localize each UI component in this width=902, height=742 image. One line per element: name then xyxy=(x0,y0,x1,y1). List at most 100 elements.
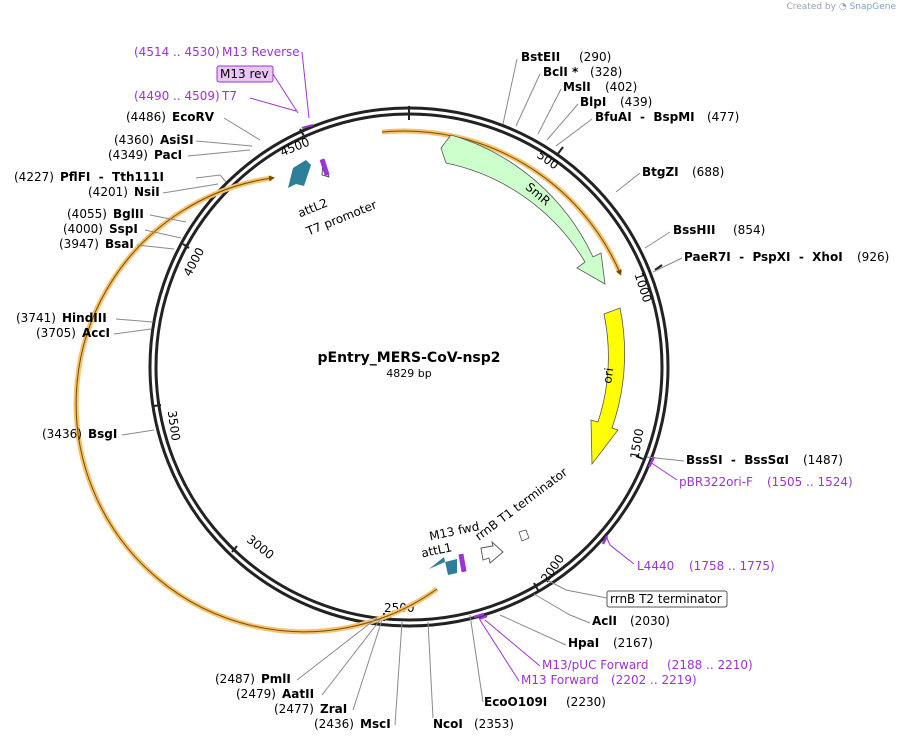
site-pos: (2230) xyxy=(566,695,606,709)
site-leader xyxy=(546,103,579,141)
primer-name: T7 xyxy=(221,89,237,103)
rrnb-t1-feature[interactable] xyxy=(480,540,504,564)
primer-name: M13/pUC Forward xyxy=(542,658,649,672)
rrnb-t2-leader xyxy=(546,579,608,599)
primer-t7[interactable]: (4490 .. 4509)T7 xyxy=(134,89,237,103)
rrnb-t2-box xyxy=(606,590,728,608)
m13rev-label: M13 rev xyxy=(220,67,269,81)
site-leader xyxy=(427,621,434,719)
orf-arc-upper-line xyxy=(381,130,622,276)
tick-label-3500: 3500 xyxy=(165,410,183,442)
site-name: AccI xyxy=(82,326,110,340)
plasmid-name: pEntry_MERS-CoV-nsp2 xyxy=(317,350,500,366)
site-name: AsiSI xyxy=(160,133,194,147)
right-site-bsteii[interactable]: BstEII(290) xyxy=(521,50,611,64)
site-name: PacI xyxy=(154,148,182,162)
right-site-paer7i[interactable]: PaeR7I - PspXI - XhoI (926) xyxy=(684,250,889,264)
right-site-acli[interactable]: AclI(2030) xyxy=(592,614,670,628)
left-site-ecorv[interactable]: (4486)EcoRV xyxy=(126,110,215,124)
right-site-bfuai[interactable]: BfuAI - BspMI(477) xyxy=(595,110,739,124)
tick-3500 xyxy=(153,404,162,407)
site-name: BlpI xyxy=(580,95,606,109)
site-name: EcoO109I xyxy=(484,695,547,709)
left-site-pmli[interactable]: (2487)PmlI xyxy=(215,672,291,686)
site-leader xyxy=(533,593,591,624)
site-pos: (4000) xyxy=(63,222,103,236)
primer-m13-reverse[interactable]: (4514 .. 4530)M13 Reverse xyxy=(134,45,300,59)
tick-4000 xyxy=(182,243,190,249)
left-site-bglii[interactable]: (4055)BglII xyxy=(67,207,144,221)
site-pos: (3705) xyxy=(36,326,76,340)
primer-m13-forward[interactable]: M13 Forward(2202 .. 2219) xyxy=(521,673,697,687)
site-leader xyxy=(195,174,227,183)
site-name: BfuAI - BspMI xyxy=(595,110,695,124)
site-name: PaeR7I - PspXI - XhoI xyxy=(684,250,843,264)
right-site-msli[interactable]: MslI(402) xyxy=(563,80,637,94)
primer-l4440[interactable]: L4440(1758 .. 1775) xyxy=(637,559,775,573)
site-pos: (854) xyxy=(733,223,765,237)
site-name: BclI * xyxy=(543,65,579,79)
left-site-sspi[interactable]: (4000)SspI xyxy=(63,222,138,236)
credit-brand: SnapGene xyxy=(849,2,896,12)
site-name: BssHII xyxy=(673,223,715,237)
rrnb-t2-label: rrnB T2 terminator xyxy=(610,592,722,606)
site-name: NsiI xyxy=(134,185,160,199)
site-leader xyxy=(615,172,641,193)
left-site-nsii[interactable]: (4201) NsiI xyxy=(88,185,160,199)
attl1-feature[interactable] xyxy=(429,557,457,575)
left-site-acci[interactable]: (3705) AccI xyxy=(36,326,110,340)
right-site-bsshii[interactable]: BssHII (854) xyxy=(673,223,765,237)
left-site-zrai[interactable]: (2477)ZraI xyxy=(274,702,347,716)
left-site-aatii[interactable]: (2479)AatII xyxy=(236,687,314,701)
site-pos: (2487) xyxy=(215,672,255,686)
right-site-hpai[interactable]: HpaI(2167) xyxy=(568,636,653,650)
ori-feature[interactable] xyxy=(590,307,626,466)
primer-pbr322ori-f[interactable]: pBR322ori-F(1505 .. 1524) xyxy=(679,475,853,489)
right-site-bsssi[interactable]: BssSI - BssSαI(1487) xyxy=(686,453,843,467)
primer-m13-puc-forward[interactable]: M13/pUC Forward (2188 .. 2210) xyxy=(542,658,753,672)
left-site-pflfi[interactable]: (4227)PflFI - Tth111I xyxy=(14,170,164,184)
primer-pos: (2202 .. 2219) xyxy=(611,673,697,687)
site-name: BssSI - BssSαI xyxy=(686,453,789,467)
site-pos: (4349) xyxy=(108,148,148,162)
site-name: MslI xyxy=(563,80,591,94)
site-name: BtgZI xyxy=(642,165,679,179)
site-pos: (3741) xyxy=(16,311,56,325)
tick-2000 xyxy=(533,582,539,591)
site-leader xyxy=(144,229,182,239)
smr-feature[interactable] xyxy=(440,134,606,285)
primer-mark xyxy=(473,612,485,619)
right-site-btgzi[interactable]: BtgZI(688) xyxy=(642,165,724,179)
primer-leader xyxy=(649,461,678,481)
right-site-blpi[interactable]: BlpI(439) xyxy=(580,95,652,109)
primer-pos: (2188 .. 2210) xyxy=(667,658,753,672)
left-site-hindiii[interactable]: (3741)HindIII xyxy=(16,311,107,325)
left-site-paci[interactable]: (4349) PacI xyxy=(108,148,182,162)
site-leader xyxy=(502,58,518,125)
right-site-ecoo109i[interactable]: EcoO109I (2230) xyxy=(484,695,606,709)
tick-3000 xyxy=(231,545,238,553)
rrnb-t1-small-feature[interactable] xyxy=(518,529,530,542)
site-pos: (926) xyxy=(857,250,889,264)
left-site-bsai[interactable]: (3947)BsaI xyxy=(59,237,134,251)
m13rev-leader xyxy=(272,73,299,114)
credit-prefix: Created by xyxy=(786,2,836,12)
site-leader xyxy=(394,621,403,726)
site-pos: (2353) xyxy=(474,717,514,731)
right-site-bcli[interactable]: BclI *(328) xyxy=(543,65,622,79)
tick-500 xyxy=(556,146,564,156)
left-site-bsgi[interactable]: (3436)BsgI xyxy=(42,427,117,441)
primer-pos: (1505 .. 1524) xyxy=(767,475,853,489)
left-site-msci[interactable]: (2436)MscI xyxy=(314,717,391,731)
left-site-asisi[interactable]: (4360)AsiSI xyxy=(114,133,194,147)
site-pos: (4201) xyxy=(88,185,128,199)
tick-label-1500: 1500 xyxy=(628,427,647,460)
site-leader xyxy=(149,214,187,223)
site-pos: (4055) xyxy=(67,207,107,221)
m13rev-mark xyxy=(301,124,314,129)
left-site-ncoi[interactable]: NcoI(2353) xyxy=(433,717,514,731)
attl2-feature[interactable] xyxy=(288,160,311,188)
site-leader xyxy=(644,231,671,249)
site-name: BstEII xyxy=(521,50,560,64)
primer-pos: (4514 .. 4530) xyxy=(134,45,220,59)
